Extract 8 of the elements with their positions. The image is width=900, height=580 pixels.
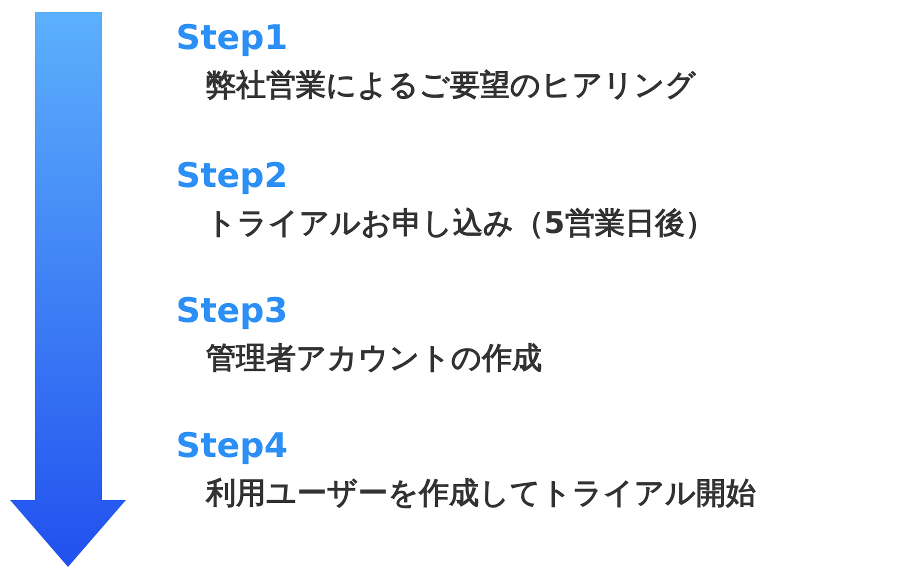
step-description: 管理者アカウントの作成 xyxy=(206,340,542,378)
step-heading: Step4 xyxy=(176,426,288,466)
step-description: トライアルお申し込み（5営業日後） xyxy=(206,205,715,243)
step-description: 利用ユーザーを作成してトライアル開始 xyxy=(206,475,756,513)
step-heading: Step3 xyxy=(176,291,288,331)
step-heading: Step2 xyxy=(176,156,288,196)
step-heading: Step1 xyxy=(176,18,288,58)
step-description: 弊社営業によるご要望のヒアリング xyxy=(206,67,696,105)
